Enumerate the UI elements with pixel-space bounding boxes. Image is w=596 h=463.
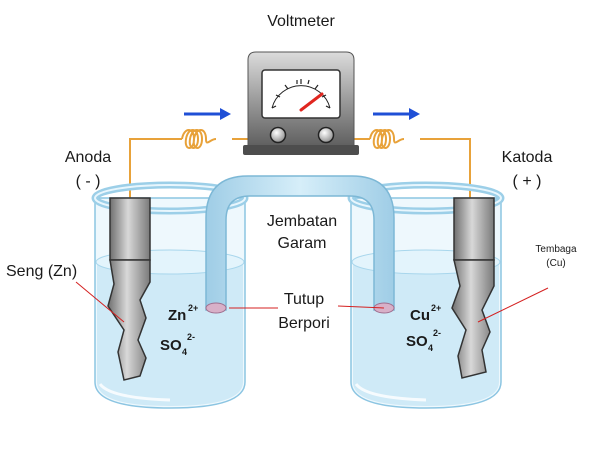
copper-electrode [451,197,495,379]
left-anion-sub: 4 [182,347,187,357]
left-electron-arrow-icon [184,108,231,120]
salt-bridge-label-line2: Garam [278,235,327,252]
right-coil-icon [369,129,405,149]
left-anion-charge: 2- [187,332,195,342]
right-anion-sub: 4 [428,343,433,353]
pointer-lines [75,281,549,323]
right-anion: SO [406,333,428,350]
salt-bridge-label-line1: Jembatan [267,213,337,230]
porous-cap-label-line2: Berpori [278,315,330,332]
left-terminal-knob [269,126,287,144]
left-coil-icon [181,129,217,149]
left-cation-charge: 2+ [188,303,198,313]
right-anion-charge: 2- [433,328,441,338]
right-cation-charge: 2+ [431,303,441,313]
cathode-label: Katoda [502,149,553,166]
right-ions: Cu 2+ SO 4 2- [406,303,441,353]
copper-label-line2: (Cu) [546,258,565,269]
zinc-electrode [107,197,151,381]
left-porous-cap [205,302,227,314]
cathode-sign: ( + ) [513,173,542,190]
right-electron-arrow-icon [373,108,420,120]
porous-cap-label-line1: Tutup [284,291,324,308]
meter-dial [261,69,341,119]
left-anion: SO [160,337,182,354]
voltmeter-title: Voltmeter [267,13,335,30]
right-terminal-knob [317,126,335,144]
salt-bridge-icon [205,175,395,314]
voltmeter-icon [243,51,359,155]
anode-label: Anoda [65,149,111,166]
left-ions: Zn 2+ SO 4 2- [160,303,198,357]
anode-sign: ( - ) [76,173,101,190]
copper-label-line1: Tembaga [535,244,577,255]
right-cation: Cu [410,307,430,324]
left-cation: Zn [168,307,186,324]
meter-needle [299,92,324,112]
zinc-label: Seng (Zn) [6,263,77,280]
